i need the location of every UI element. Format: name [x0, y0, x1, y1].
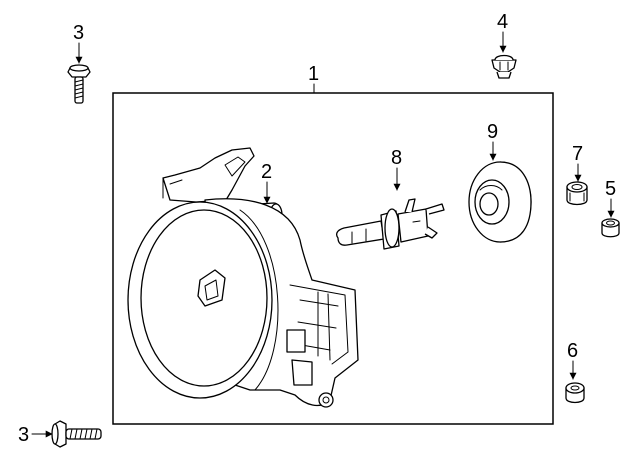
clip-icon [491, 54, 517, 79]
pin-icon [565, 382, 585, 404]
callout-9: 9 [487, 121, 498, 143]
bulb-icon [336, 198, 445, 250]
grommet-icon [566, 181, 588, 206]
callout-2: 2 [261, 161, 272, 183]
assembly-frame [112, 92, 554, 425]
fog-lamp-icon [127, 147, 359, 408]
bolt-icon-bottom [51, 420, 102, 448]
callout-3-top: 3 [73, 22, 84, 44]
callout-6: 6 [567, 340, 578, 362]
callout-7: 7 [572, 143, 583, 165]
callout-5: 5 [605, 178, 616, 200]
callout-3-bottom: 3 [18, 424, 29, 446]
bolt-icon-top [67, 64, 91, 104]
callout-8: 8 [391, 147, 402, 169]
nut-icon [601, 218, 620, 238]
bulb-socket-icon [468, 161, 532, 243]
callout-1: 1 [308, 63, 319, 85]
callout-4: 4 [497, 11, 508, 33]
